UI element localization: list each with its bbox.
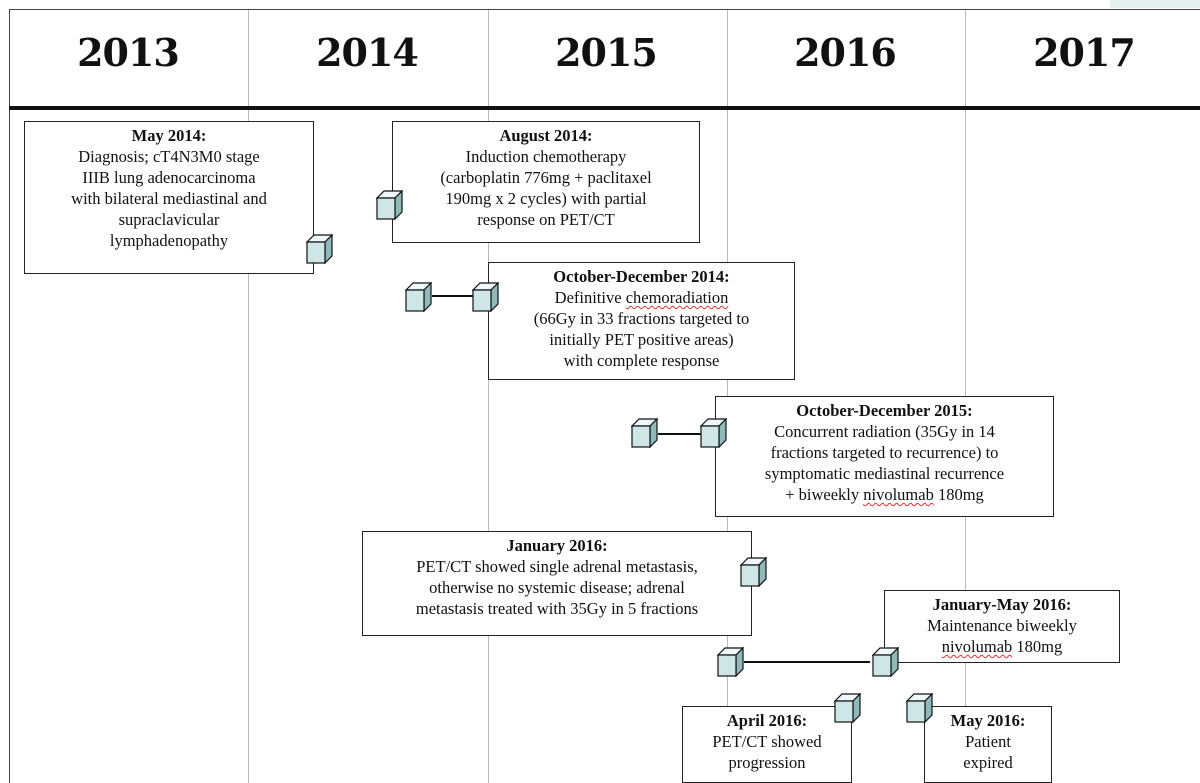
event-box-jan-may-2016: January-May 2016: Maintenance biweekly n… xyxy=(884,590,1120,663)
year-header-2014: 2014 xyxy=(316,30,419,75)
event-title: August 2014: xyxy=(499,126,593,145)
event-title: January-May 2016: xyxy=(932,595,1072,614)
event-body: Concurrent radiation (35Gy in 14 fractio… xyxy=(764,422,1005,504)
gridline-2014 xyxy=(248,10,249,783)
event-box-may-2016: May 2016: Patient expired xyxy=(924,706,1052,783)
event-body: Maintenance biweekly nivolumab 180mg xyxy=(927,616,1077,656)
event-body: Diagnosis; cT4N3M0 stage IIIB lung adeno… xyxy=(71,147,267,250)
cube-icon xyxy=(305,233,334,265)
event-title: May 2014: xyxy=(131,126,207,145)
event-title: April 2016: xyxy=(726,711,808,730)
connector-jan-may-2016 xyxy=(744,661,870,663)
corner-tint xyxy=(1110,0,1200,8)
event-title: May 2016: xyxy=(950,711,1026,730)
cube-icon xyxy=(404,281,433,313)
gridline-2015 xyxy=(488,10,489,783)
header-rule xyxy=(9,106,1200,110)
event-box-oct-dec-2015: October-December 2015: Concurrent radiat… xyxy=(715,396,1054,517)
year-header-2015: 2015 xyxy=(555,30,658,75)
event-body: Patient expired xyxy=(963,732,1013,772)
cube-icon xyxy=(871,646,900,678)
event-body: Definitive chemoradiation (66Gy in 33 fr… xyxy=(533,288,750,370)
event-title: October-December 2014: xyxy=(553,267,730,286)
event-title: January 2016: xyxy=(506,536,608,555)
cube-icon xyxy=(905,692,934,724)
cube-icon xyxy=(716,646,745,678)
year-header-2017: 2017 xyxy=(1033,30,1136,75)
cube-icon xyxy=(471,281,500,313)
event-box-oct-dec-2014: October-December 2014: Definitive chemor… xyxy=(488,262,795,380)
year-header-2013: 2013 xyxy=(77,30,180,75)
event-box-may-2014: May 2014: Diagnosis; cT4N3M0 stage IIIB … xyxy=(24,121,314,274)
figure-border xyxy=(9,9,1200,783)
event-body: Induction chemotherapy (carboplatin 776m… xyxy=(440,147,652,229)
connector-oct-dec-2015 xyxy=(658,433,702,435)
event-body: PET/CT showed progression xyxy=(712,732,822,772)
year-header-2016: 2016 xyxy=(794,30,897,75)
event-box-april-2016: April 2016: PET/CT showed progression xyxy=(682,706,852,783)
cube-icon xyxy=(739,556,768,588)
event-title: October-December 2015: xyxy=(796,401,973,420)
cube-icon xyxy=(375,189,404,221)
event-box-jan-2016: January 2016: PET/CT showed single adren… xyxy=(362,531,752,636)
event-box-august-2014: August 2014: Induction chemotherapy (car… xyxy=(392,121,700,243)
connector-oct-dec-2014 xyxy=(432,295,476,297)
event-body: PET/CT showed single adrenal metastasis,… xyxy=(415,557,699,618)
cube-icon xyxy=(630,417,659,449)
cube-icon xyxy=(699,417,728,449)
cube-icon xyxy=(833,692,862,724)
